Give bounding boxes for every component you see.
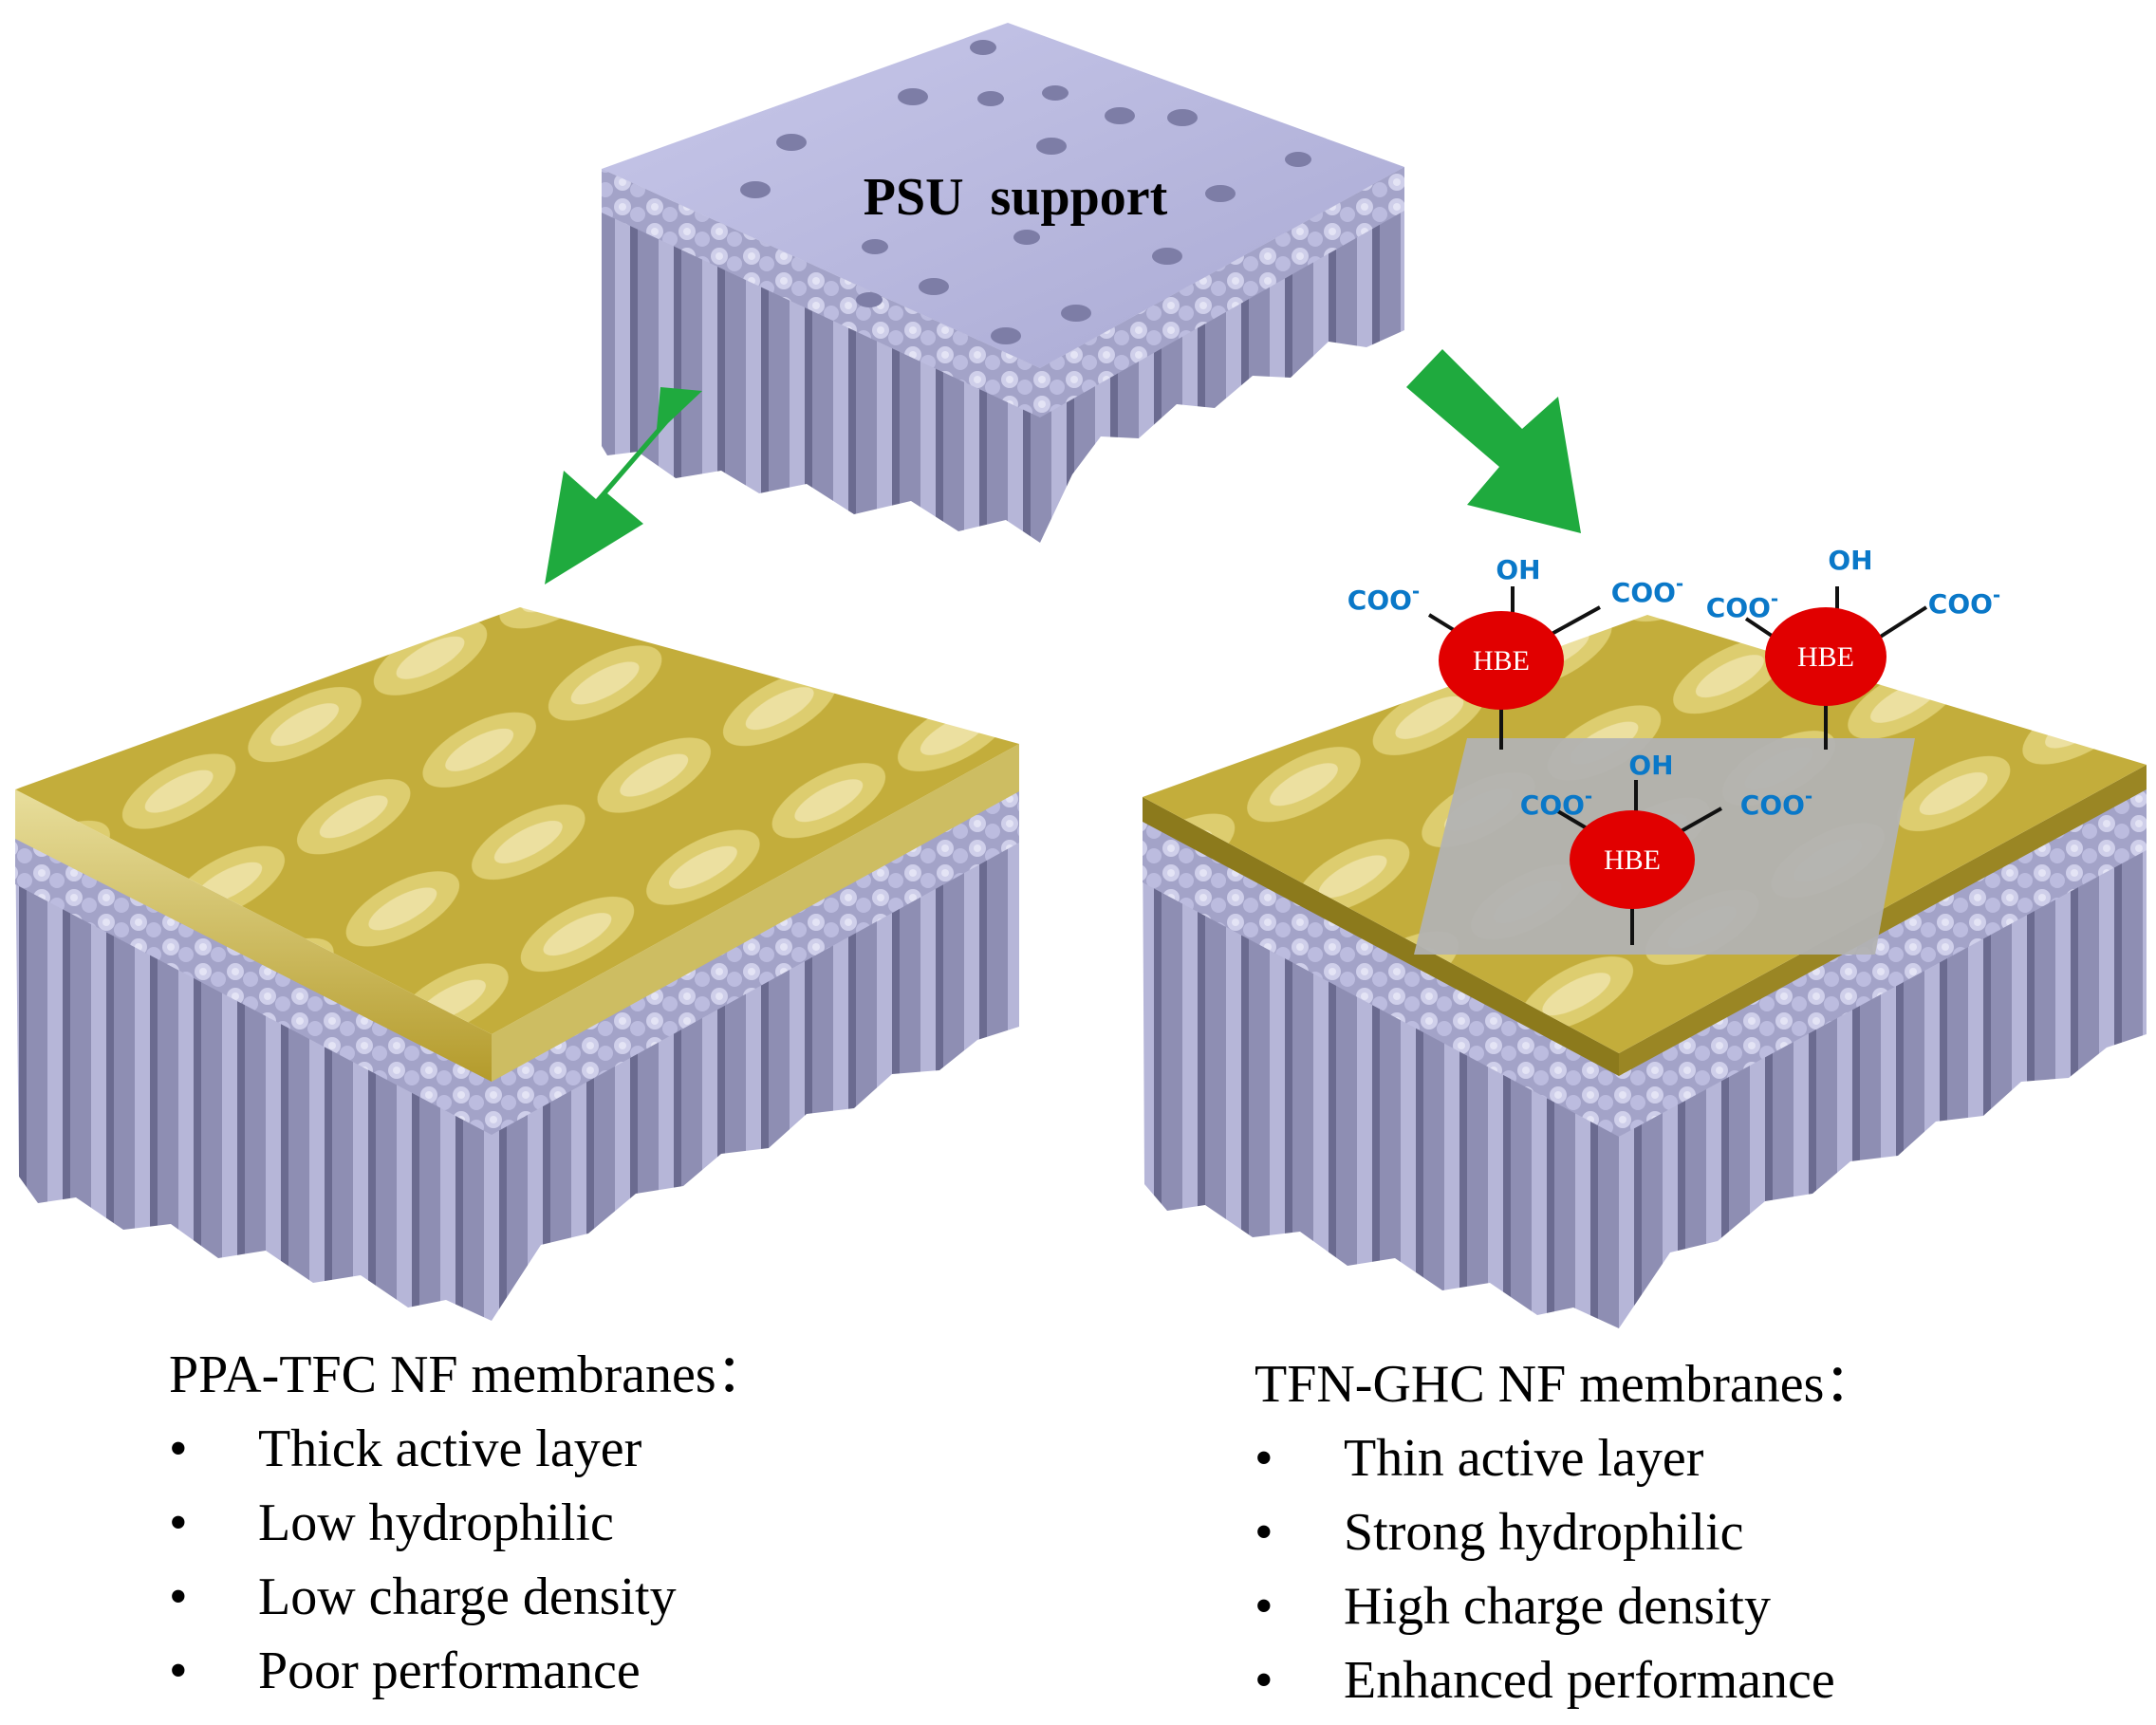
support-top-surface [602,23,1404,368]
hbe-molecule-1 [1427,586,1601,750]
hbe-molecule-3 [1554,780,1722,945]
property-item: Low hydrophilic [169,1486,770,1560]
left-active-layer-edge-front [15,789,492,1082]
psu-support-block: PSU support [602,23,1404,543]
bond-coo-right [1544,605,1601,640]
oh-group: OH [1628,750,1673,781]
left-pore-layer-right [492,782,1019,1135]
coo-group: COO- [1520,785,1592,821]
hbe-particle [1765,607,1886,706]
coo-group: COO- [1611,572,1683,608]
coo-group: COO- [1348,580,1420,616]
left-pore-layer-front [15,827,492,1135]
left-support-side-right [492,782,1019,1321]
coo-group: COO- [1928,584,2000,620]
property-item: Thin active layer [1255,1421,1877,1495]
property-item: Strong hydrophilic [1255,1495,1877,1569]
right-active-layer-edge-front [1143,797,1619,1076]
left-active-layer-surface [15,607,1019,1034]
left-membrane-block [15,607,1019,1321]
right-support-side-right [1619,788,2147,1328]
support-pore-layer-right [1040,167,1404,417]
property-item: Low charge density [169,1560,770,1634]
oh-group: OH [1828,545,1872,576]
coo-group: COO- [1706,587,1778,623]
right-membrane-block [1143,615,2147,1328]
hbe-label: HBE [1604,844,1661,876]
arrow-to-right-membrane [1406,349,1581,533]
support-pore-layer-left [602,169,1040,417]
left-active-layer-edge-right [492,744,1019,1082]
left-membrane-properties: Thick active layer Low hydrophilic Low c… [169,1412,770,1708]
support-label: PSU support [864,168,1168,227]
oh-group: OH [1496,554,1540,585]
property-item: High charge density [1255,1569,1877,1643]
property-item: Enhanced performance [1255,1643,1877,1717]
right-pore-layer-right [1619,788,2147,1137]
hbe-label: HBE [1797,641,1854,673]
property-item: Poor performance [169,1634,770,1708]
right-pore-layer-front [1143,820,1619,1137]
support-pores [740,40,1311,344]
right-membrane-title: TFN-GHC NF membranes： [1255,1355,1878,1414]
left-membrane-title: PPA-TFC NF membranes： [169,1345,770,1404]
property-item: Thick active layer [169,1412,770,1486]
bond-coo-right [1677,807,1722,835]
arrow-to-left-membrane [545,387,702,584]
coo-group: COO- [1740,785,1812,821]
right-membrane-properties: Thin active layer Strong hydrophilic Hig… [1255,1421,1877,1717]
left-membrane-caption: PPA-TFC NF membranes： Thick active layer… [169,1338,770,1708]
hbe-particle [1570,810,1695,909]
right-support-side-front [1143,820,1619,1328]
bond-coo-right [1877,605,1928,640]
hbe-particle [1439,611,1564,710]
right-active-layer-edge-right [1619,765,2147,1076]
hbe-molecule-2 [1744,586,1928,750]
left-support-side-front [15,827,492,1321]
right-membrane-caption: TFN-GHC NF membranes： Thin active layer … [1255,1347,1877,1717]
hbe-label: HBE [1473,645,1530,677]
